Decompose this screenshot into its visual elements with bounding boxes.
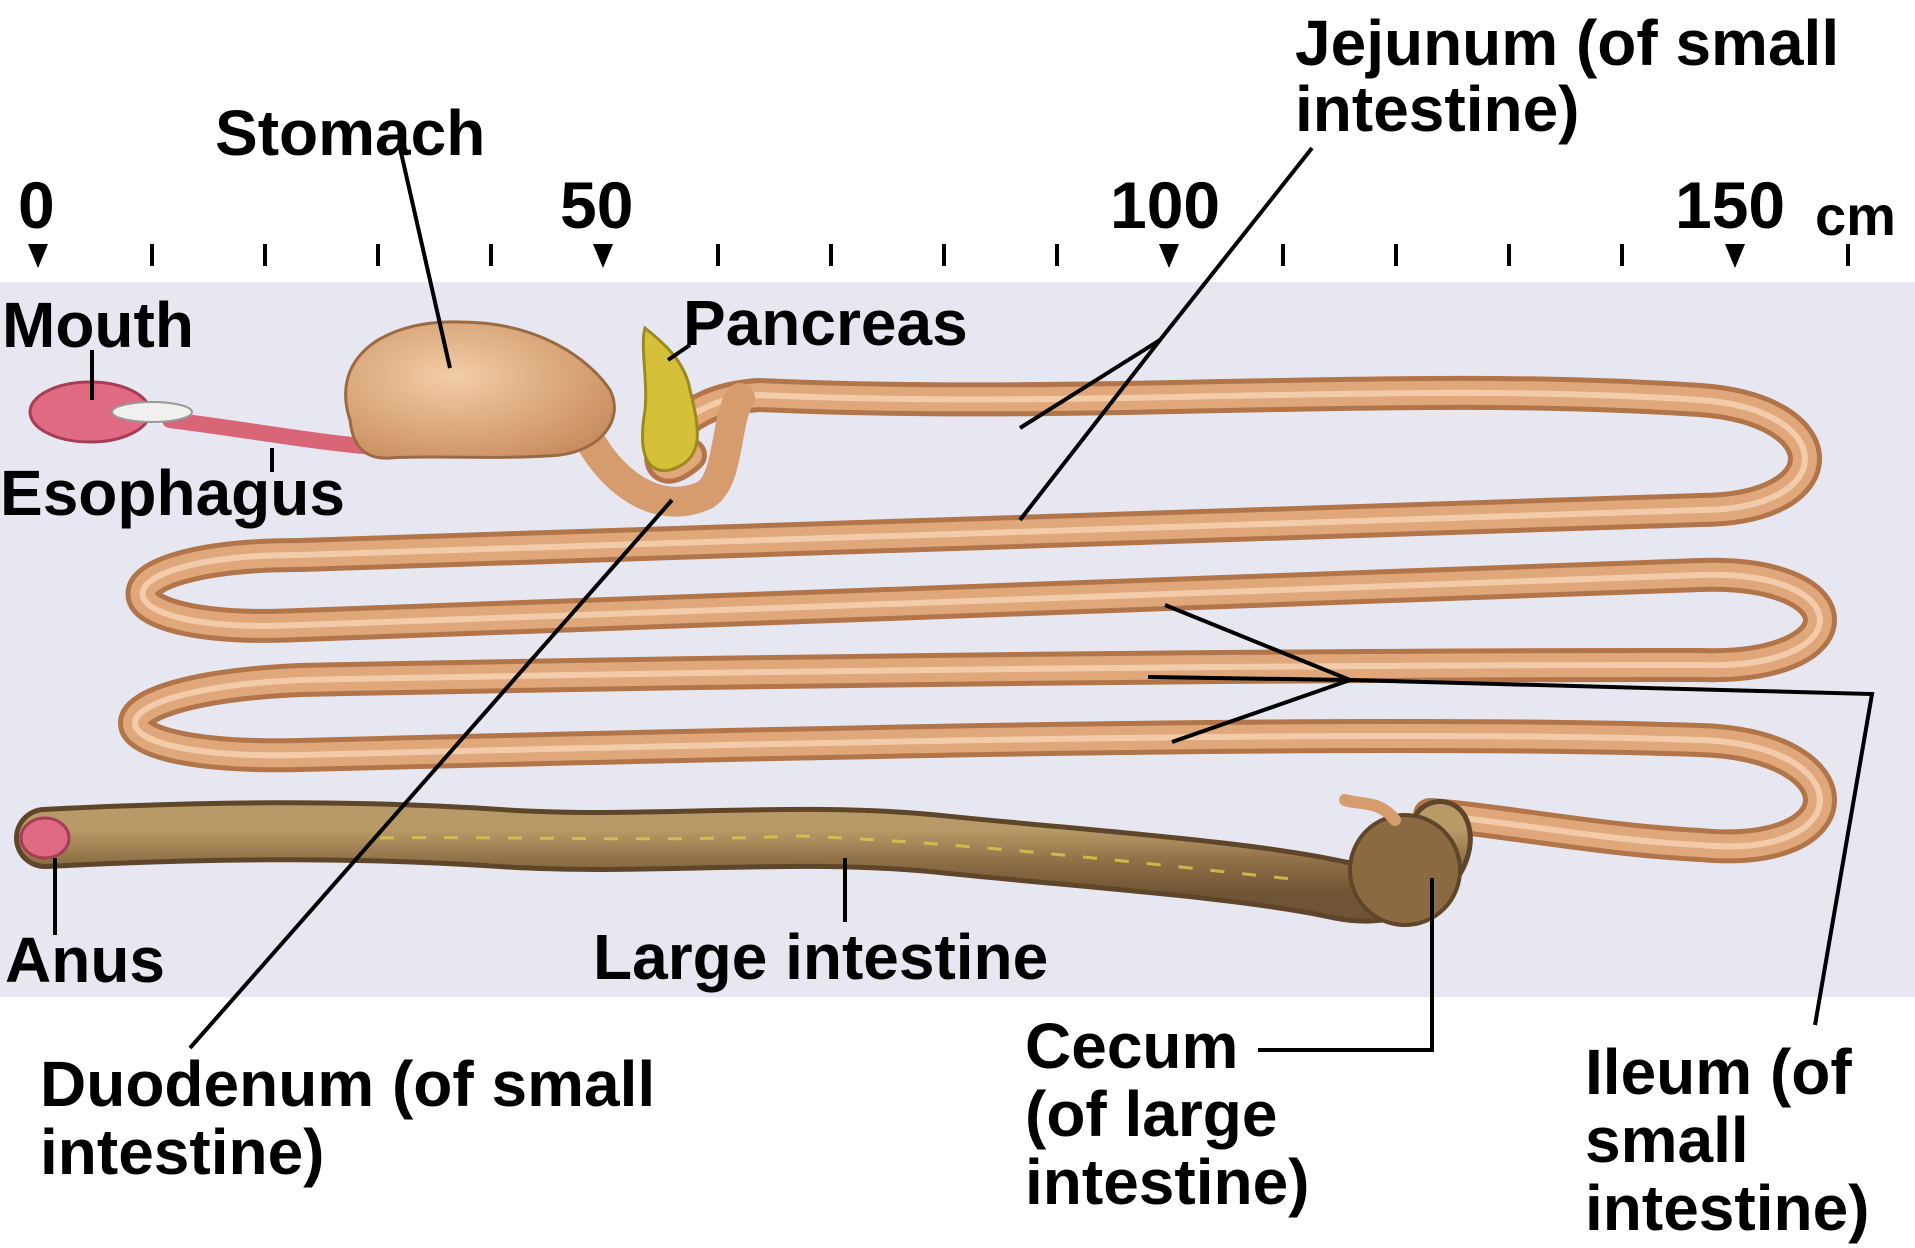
- label-esophagus: Esophagus: [0, 458, 345, 528]
- scale-tick-label: 50: [560, 170, 633, 240]
- label-jejunum-line: intestine): [1295, 76, 1839, 142]
- label-ileum-line: small: [1585, 1106, 1869, 1174]
- label-large-intestine: Large intestine: [593, 922, 1048, 992]
- label-cecum: Cecum (of large intestine): [1025, 1012, 1309, 1216]
- scale-tick-label: 150: [1675, 170, 1785, 240]
- label-jejunum-line: Jejunum (of small: [1295, 10, 1839, 76]
- label-ileum-line: Ileum (of: [1585, 1038, 1869, 1106]
- label-jejunum: Jejunum (of small intestine): [1295, 10, 1839, 142]
- label-cecum-line: intestine): [1025, 1148, 1309, 1216]
- scale-tick-label: 100: [1110, 170, 1220, 240]
- anus: [21, 818, 69, 858]
- label-duodenum-line: Duodenum (of small: [40, 1050, 655, 1118]
- label-stomach: Stomach: [215, 98, 485, 168]
- label-mouth: Mouth: [2, 290, 194, 360]
- label-ileum-line: intestine): [1585, 1174, 1869, 1242]
- label-pancreas: Pancreas: [683, 288, 968, 358]
- cecum: [1350, 815, 1460, 925]
- label-cecum-line: Cecum: [1025, 1012, 1309, 1080]
- label-anus: Anus: [5, 925, 165, 995]
- scale-major-arrows: [28, 244, 1745, 268]
- scale-unit-label: cm: [1815, 186, 1896, 246]
- label-duodenum-line: intestine): [40, 1118, 655, 1186]
- length-scale: [28, 244, 1860, 268]
- scale-tick-label: 0: [18, 170, 55, 240]
- label-ileum: Ileum (of small intestine): [1585, 1038, 1869, 1242]
- label-cecum-line: (of large: [1025, 1080, 1309, 1148]
- label-duodenum: Duodenum (of small intestine): [40, 1050, 655, 1186]
- scale-minor-ticks: [152, 244, 1848, 266]
